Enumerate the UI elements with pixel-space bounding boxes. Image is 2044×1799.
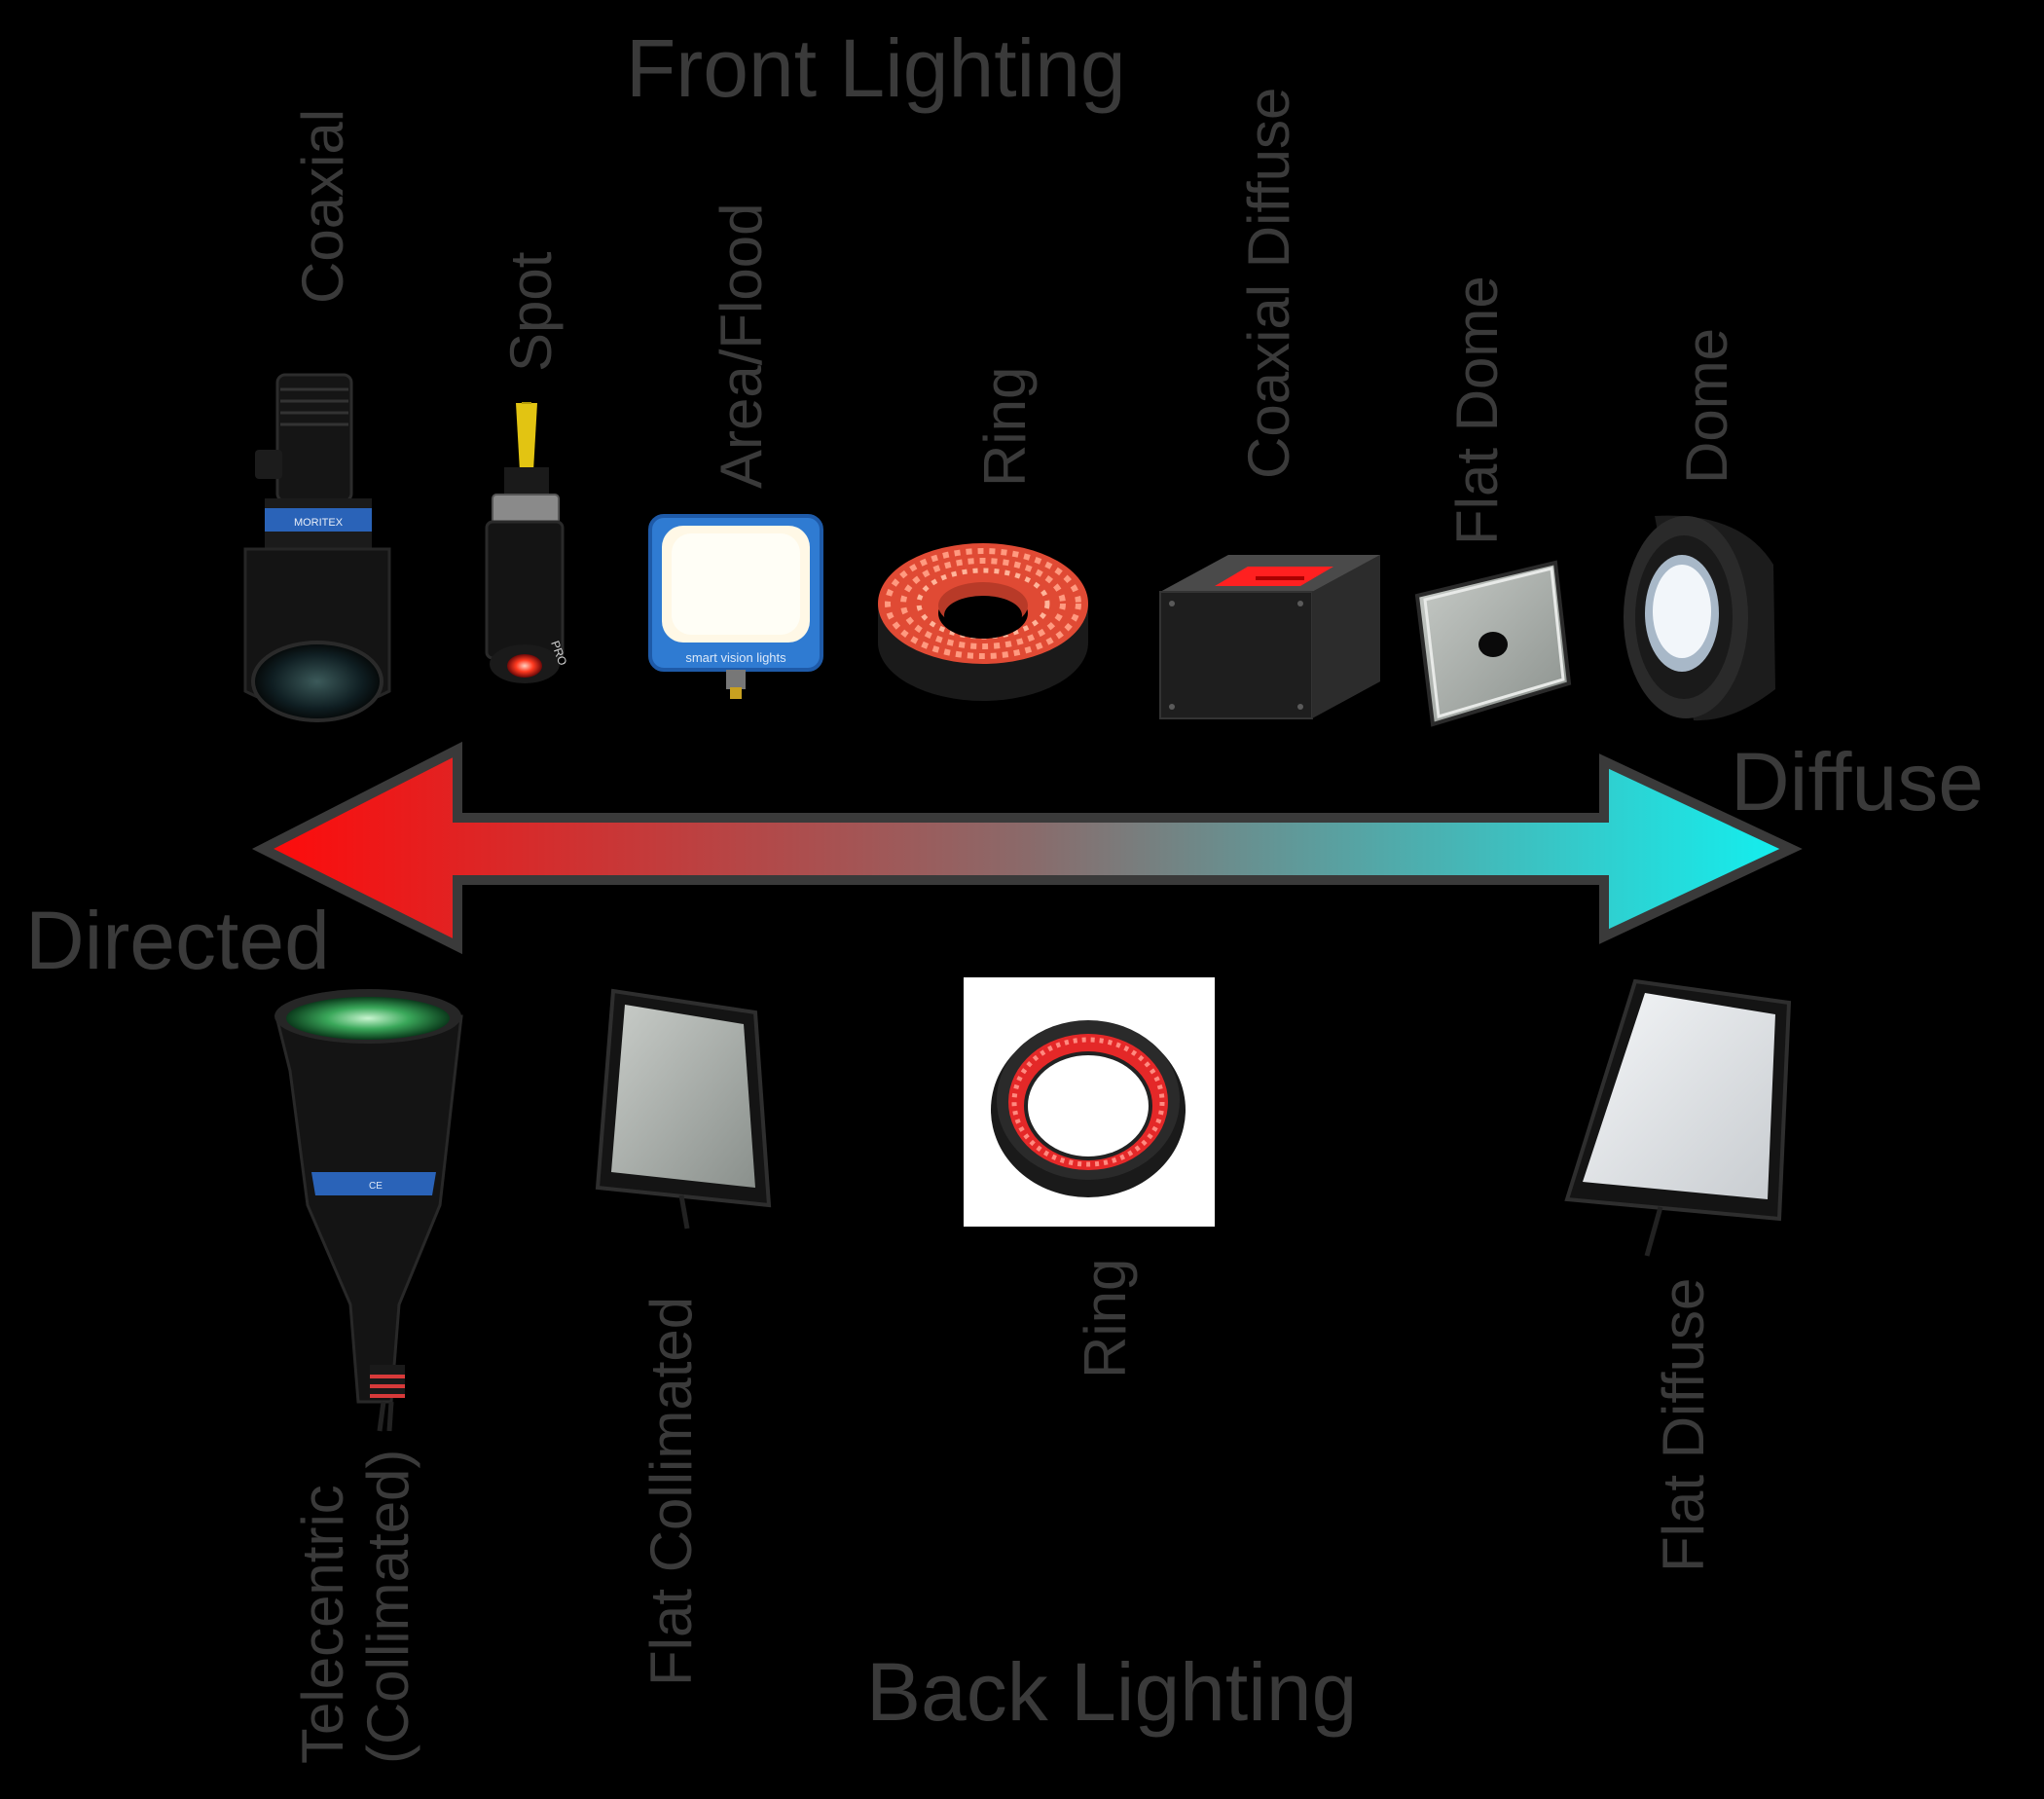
diffuse-label: Diffuse xyxy=(1731,736,1984,827)
coaxial-diffuse-box-icon xyxy=(1159,555,1380,719)
flat-collimated-panel-icon xyxy=(595,988,772,1230)
ring-light-icon xyxy=(878,543,1088,701)
dome-light-icon xyxy=(1624,515,1775,721)
front-lighting-title: Front Lighting xyxy=(626,22,1126,114)
coaxial-lens-icon: MORITEX xyxy=(243,373,391,722)
telecentric-lens-icon: CE xyxy=(274,989,463,1432)
svg-text:MORITEX: MORITEX xyxy=(294,517,344,529)
svg-text:CE: CE xyxy=(369,1181,383,1192)
back-lighting-title: Back Lighting xyxy=(866,1646,1358,1738)
flat-dome-panel-icon xyxy=(1414,560,1572,727)
spot-light-icon: PRO xyxy=(485,402,569,683)
directed-diffuse-arrow xyxy=(251,741,1803,955)
back-ring-light-icon xyxy=(964,977,1215,1227)
directed-label: Directed xyxy=(25,895,330,986)
svg-text:smart vision lights: smart vision lights xyxy=(685,650,786,665)
flat-diffuse-panel-icon xyxy=(1564,978,1792,1257)
area-flood-light-icon: smart vision lights xyxy=(648,514,823,699)
